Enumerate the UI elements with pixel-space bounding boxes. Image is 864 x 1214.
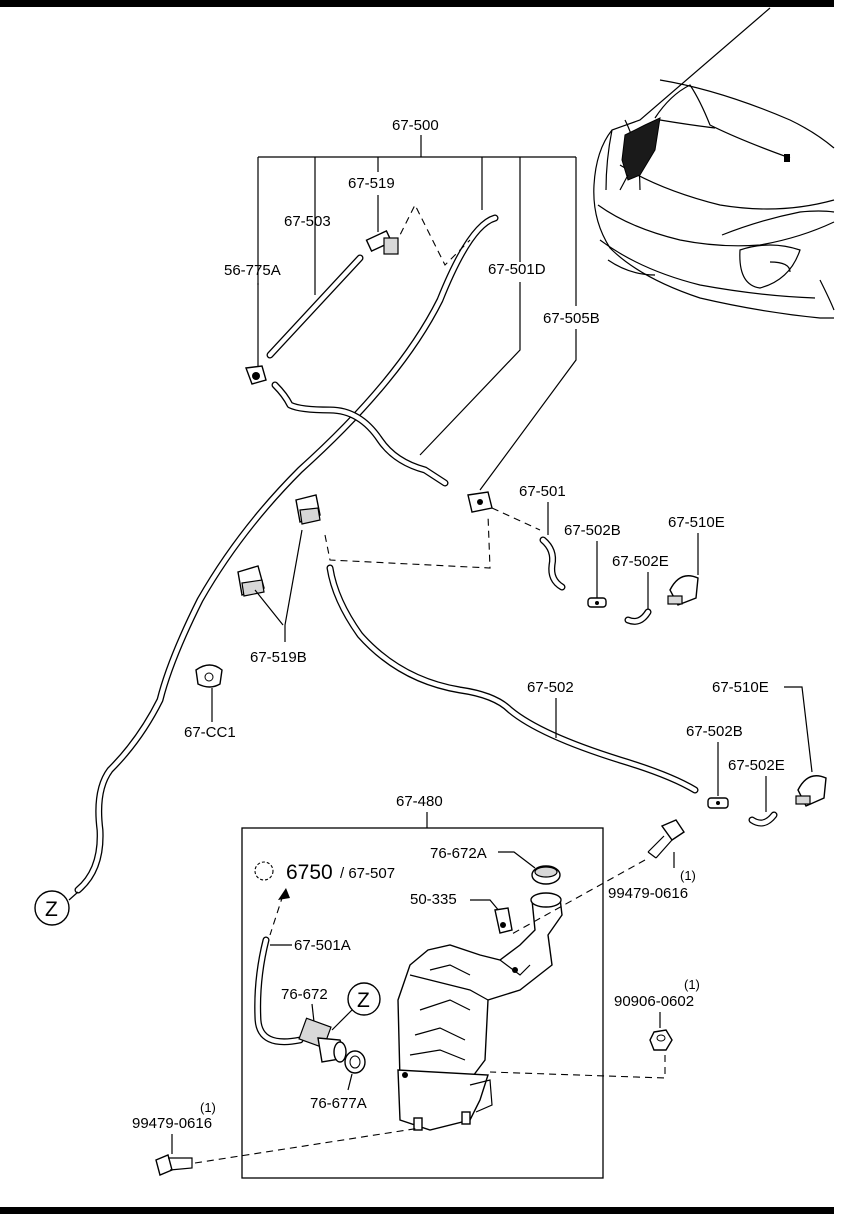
label-56-775A: 56-775A <box>224 262 281 279</box>
joint-67-505B <box>467 491 493 513</box>
qty-99479-0616-left: (1) <box>200 1100 216 1115</box>
label-67-519B: 67-519B <box>250 649 307 666</box>
label-67-505B: 67-505B <box>543 310 600 327</box>
hose-67-502E-lower <box>748 811 778 827</box>
label-67-501A: 67-501A <box>294 937 351 954</box>
label-90906-0602: 90906-0602 <box>614 993 694 1010</box>
z-marker-left: Z <box>34 890 70 926</box>
z-marker-top: Z <box>347 982 381 1016</box>
clip-56-775A <box>245 365 267 385</box>
clip-67-519B-lower <box>237 565 265 597</box>
washer-reservoir-tank <box>397 892 563 1131</box>
svg-text:6750: 6750 <box>286 861 333 884</box>
label-67-501: 67-501 <box>519 483 566 500</box>
clamp-67-CC1 <box>195 664 223 688</box>
label-67-502: 67-502 <box>527 679 574 696</box>
qty-90906-0602: (1) <box>684 977 700 992</box>
label-67-501D: 67-501D <box>488 261 546 278</box>
svg-text:Z: Z <box>45 898 58 921</box>
label-67-502E-upper: 67-502E <box>612 553 669 570</box>
hose-67-501D <box>74 214 499 894</box>
hose-67-501 <box>539 536 566 591</box>
hose-67-503 <box>266 254 364 359</box>
washer-pump-76-672 <box>298 1017 347 1063</box>
label-67-519: 67-519 <box>348 175 395 192</box>
nozzle-67-510E-lower <box>795 775 827 807</box>
hose-67-502 <box>326 564 699 794</box>
nozzle-67-510E-upper <box>667 575 699 606</box>
bottom-border <box>0 1207 834 1214</box>
top-border <box>0 0 834 7</box>
label-67-510E-lower: 67-510E <box>712 679 769 696</box>
label-67-503: 67-503 <box>284 213 331 230</box>
reservoir-box <box>241 827 604 1179</box>
bracket-50-335 <box>494 907 513 934</box>
connector-67-519 <box>365 229 399 255</box>
label-50-335: 50-335 <box>410 891 457 908</box>
label-76-672A: 76-672A <box>430 845 487 862</box>
label-99479-0616-right: 99479-0616 <box>608 885 688 902</box>
hose-67-501A <box>254 936 304 1046</box>
ref-6750: 6750 / 67-507 <box>254 861 395 884</box>
qty-99479-0616-right: (1) <box>680 868 696 883</box>
check-valve-67-502B-lower <box>707 797 729 809</box>
bolt-99479-0616-left <box>155 1154 193 1176</box>
grommet-76-677A <box>344 1050 366 1074</box>
car-front-illustration <box>593 7 835 319</box>
nut-90906-0602 <box>649 1029 673 1051</box>
check-valve-67-502B-upper <box>587 597 607 608</box>
label-67-CC1: 67-CC1 <box>184 724 236 741</box>
hose-upper-wavy <box>271 381 449 487</box>
clip-67-519B-upper <box>295 494 321 525</box>
svg-text:/ 67-507: / 67-507 <box>340 865 395 882</box>
cap-76-672A <box>531 865 561 885</box>
hose-67-502E-upper <box>624 608 652 625</box>
label-67-502E-lower: 67-502E <box>728 757 785 774</box>
svg-text:Z: Z <box>357 989 370 1012</box>
label-67-480: 67-480 <box>396 793 443 810</box>
label-67-500: 67-500 <box>392 117 439 134</box>
label-99479-0616-left: 99479-0616 <box>132 1115 212 1132</box>
label-67-502B-upper: 67-502B <box>564 522 621 539</box>
bolt-99479-0616-right <box>647 819 685 859</box>
label-76-677A: 76-677A <box>310 1095 367 1112</box>
label-76-672: 76-672 <box>281 986 328 1003</box>
label-67-502B-lower: 67-502B <box>686 723 743 740</box>
label-67-510E-upper: 67-510E <box>668 514 725 531</box>
